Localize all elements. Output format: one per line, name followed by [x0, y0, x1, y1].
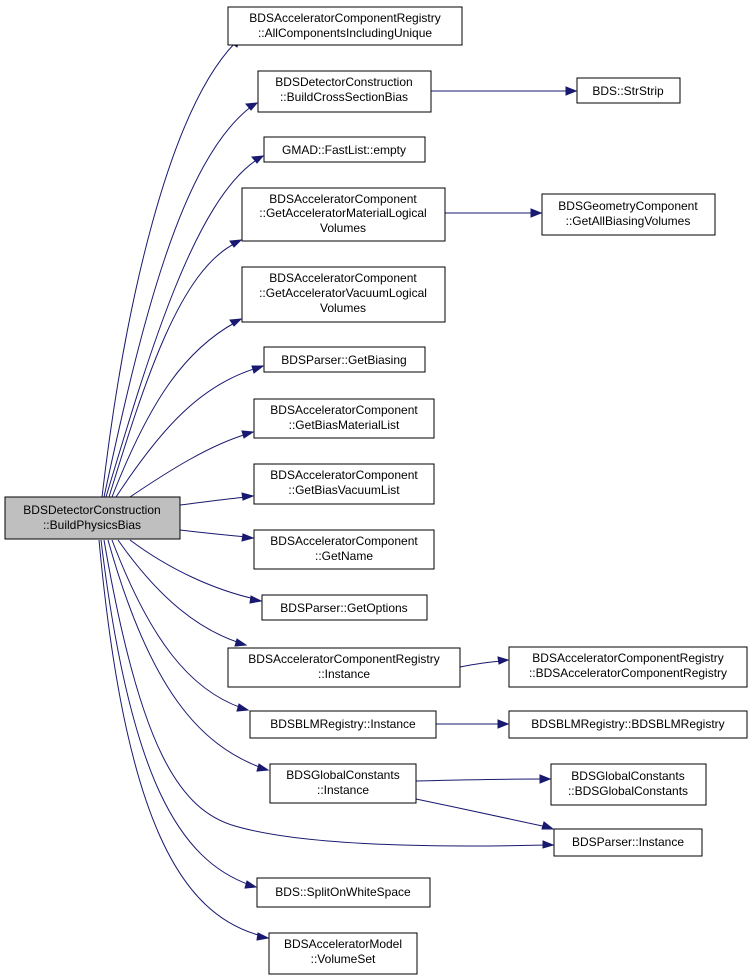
node-get-bias-vacuum-list[interactable]: BDSAcceleratorComponent ::GetBiasVacuumL… [253, 463, 435, 505]
edge-root-to-get-bias-vacuum-list [179, 492, 255, 506]
node-parser-instance[interactable]: BDSParser::Instance [553, 828, 703, 857]
node-label-line: ::GetBiasMaterialList [289, 418, 400, 432]
node-get-name[interactable]: BDSAcceleratorComponent ::GetName [253, 529, 435, 570]
node-label-line: Volumes [320, 301, 366, 315]
node-label-line: ::BuildCrossSectionBias [280, 90, 408, 104]
node-label-line: ::GetName [315, 549, 373, 563]
edge-root-to-get-acc-material-logical-volumes [108, 239, 243, 498]
node-global-constants-ctor[interactable]: BDSGlobalConstants ::BDSGlobalConstants [550, 763, 707, 806]
node-label-line: BDSBLMRegistry::Instance [270, 717, 416, 731]
edge-build-cross-section-to-strstrip [431, 86, 578, 96]
node-all-components-including-unique[interactable]: BDSAcceleratorComponentRegistry ::AllCom… [227, 6, 463, 46]
node-label-line: GMAD::FastList::empty [282, 143, 406, 157]
node-label-line: BDSParser::GetOptions [280, 601, 407, 615]
node-label-line: BDSAcceleratorComponent [269, 271, 417, 285]
node-global-constants-instance[interactable]: BDSGlobalConstants ::Instance [269, 763, 417, 804]
node-label-line: ::AllComponentsIncludingUnique [258, 26, 432, 40]
node-registry-instance[interactable]: BDSAcceleratorComponentRegistry ::Instan… [227, 647, 461, 688]
node-label-line: BDSAcceleratorComponent [269, 192, 417, 206]
node-get-acc-vacuum-logical-volumes[interactable]: BDSAcceleratorComponent ::GetAccelerator… [241, 266, 446, 323]
edge-global-constants-instance-to-parser-instance [415, 798, 555, 830]
node-label-line: BDSAcceleratorComponentRegistry [248, 652, 439, 666]
edge-root-to-get-acc-vacuum-logical-volumes [111, 318, 243, 498]
edge-root-to-parser-get-options [129, 539, 263, 604]
node-label-line: BDSGlobalConstants [571, 769, 684, 783]
node-build-physics-bias[interactable]: BDSDetectorConstruction ::BuildPhysicsBi… [4, 496, 181, 540]
node-label-line: BDSGeometryComponent [558, 199, 698, 213]
edge-root-to-global-constants-instance [107, 539, 270, 772]
edge-root-to-blm-registry-instance [111, 539, 250, 712]
node-label-line: BDSParser::GetBiasing [281, 353, 406, 367]
edge-root-to-parser-get-biasing [115, 365, 265, 498]
node-blm-registry-instance[interactable]: BDSBLMRegistry::Instance [249, 710, 437, 739]
node-label-line: BDS::StrStrip [592, 84, 664, 98]
node-label-line: BDSAcceleratorComponentRegistry [249, 11, 440, 25]
node-label-line: BDSParser::Instance [572, 835, 684, 849]
node-label-line: BDSBLMRegistry::BDSBLMRegistry [531, 717, 724, 731]
node-parser-get-biasing[interactable]: BDSParser::GetBiasing [263, 346, 426, 373]
node-get-acc-material-logical-volumes[interactable]: BDSAcceleratorComponent ::GetAccelerator… [241, 187, 446, 242]
node-get-all-biasing-volumes[interactable]: BDSGeometryComponent ::GetAllBiasingVolu… [541, 193, 716, 236]
node-label-line: ::Instance [318, 667, 370, 681]
edge-root-to-get-bias-material-list [129, 430, 255, 498]
edge-registry-instance-to-registry-ctor [459, 656, 510, 668]
node-label-line: BDS::SplitOnWhiteSpace [275, 885, 411, 899]
edge-root-to-get-name [179, 529, 255, 542]
node-label-line: BDSAcceleratorComponent [270, 403, 418, 417]
node-label-line: ::BuildPhysicsBias [43, 518, 141, 532]
node-volume-set[interactable]: BDSAcceleratorModel ::VolumeSet [268, 932, 418, 975]
edge-root-to-all-components [101, 37, 241, 498]
edge-root-to-build-cross-section-bias [103, 102, 259, 498]
node-parser-get-options[interactable]: BDSParser::GetOptions [261, 594, 428, 621]
edge-acc-material-to-all-biasing-volumes [445, 208, 543, 218]
node-label-line: ::Instance [317, 783, 369, 797]
node-build-cross-section-bias[interactable]: BDSDetectorConstruction ::BuildCrossSect… [257, 70, 432, 113]
node-fastlist-empty[interactable]: GMAD::FastList::empty [263, 136, 426, 163]
node-label-line: BDSGlobalConstants [286, 768, 399, 782]
node-label-line: BDSAcceleratorComponent [270, 468, 418, 482]
node-label-line: BDSAcceleratorModel [284, 937, 402, 951]
edge-root-to-split-on-white-space [100, 539, 258, 889]
node-label-line: ::VolumeSet [311, 952, 376, 966]
node-label-line: ::GetBiasVacuumList [288, 483, 400, 497]
edge-root-to-fastlist-empty [105, 155, 265, 498]
node-label-line: Volumes [320, 221, 366, 235]
node-blm-registry-ctor[interactable]: BDSBLMRegistry::BDSBLMRegistry [508, 710, 748, 739]
edge-blm-instance-to-blm-ctor [436, 719, 510, 729]
node-strstrip[interactable]: BDS::StrStrip [576, 77, 681, 104]
node-label-line: ::GetAcceleratorVacuumLogical [259, 286, 427, 300]
node-label-line: BDSDetectorConstruction [275, 75, 412, 89]
node-label-line: ::GetAllBiasingVolumes [566, 214, 691, 228]
edge-global-constants-instance-to-ctor [415, 774, 552, 784]
node-label-line: BDSDetectorConstruction [23, 503, 160, 517]
edge-root-to-parser-instance [103, 539, 555, 849]
node-label-line: ::BDSAcceleratorComponentRegistry [529, 666, 727, 680]
node-label-line: BDSAcceleratorComponent [270, 534, 418, 548]
node-split-on-white-space[interactable]: BDS::SplitOnWhiteSpace [256, 877, 431, 908]
node-registry-ctor[interactable]: BDSAcceleratorComponentRegistry ::BDSAcc… [508, 646, 748, 688]
edge-root-to-volume-set [98, 539, 270, 941]
edge-root-to-registry-instance [117, 539, 248, 647]
node-get-bias-material-list[interactable]: BDSAcceleratorComponent ::GetBiasMateria… [253, 398, 435, 439]
node-label-line: ::BDSGlobalConstants [568, 784, 688, 798]
node-label-line: ::GetAcceleratorMaterialLogical [259, 206, 426, 220]
node-label-line: BDSAcceleratorComponentRegistry [532, 651, 723, 665]
